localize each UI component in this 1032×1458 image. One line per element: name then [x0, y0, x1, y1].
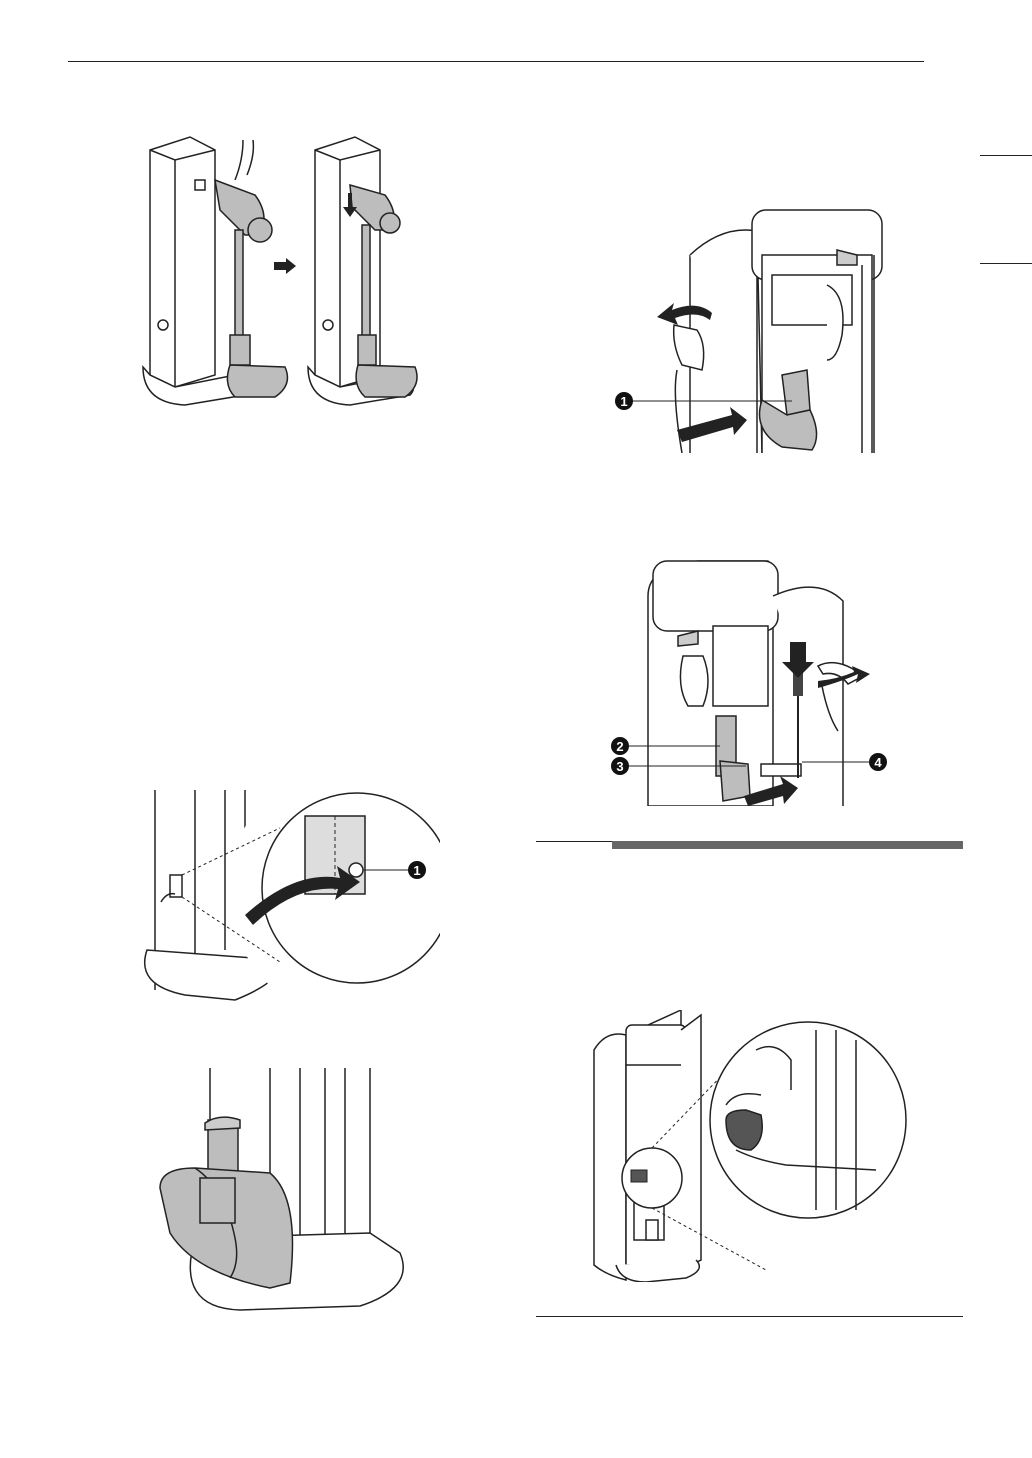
side-tab-tick-top — [980, 155, 1032, 156]
figure-side-button: 1 — [135, 790, 440, 1005]
figure-nozzle-on-base — [150, 1068, 410, 1318]
svg-text:2: 2 — [616, 739, 623, 754]
figure-mount-step-2 — [300, 135, 440, 415]
callout-4: 4 — [869, 753, 887, 771]
figure-mount-step-1 — [135, 135, 295, 415]
header-rule — [68, 61, 924, 62]
svg-text:1: 1 — [413, 863, 420, 878]
svg-text:1: 1 — [620, 394, 627, 409]
next-step-arrow-icon — [274, 258, 296, 274]
callout-1-open-door: 1 — [615, 392, 633, 410]
callout-1-side-button: 1 — [408, 861, 426, 879]
side-tab-tick-bottom — [980, 263, 1032, 264]
figure-open-door-right: 2 3 4 — [608, 556, 900, 806]
svg-text:3: 3 — [616, 759, 623, 774]
section-header-bar — [612, 841, 963, 849]
section-end-rule — [536, 1316, 963, 1317]
callout-3: 3 — [611, 757, 629, 775]
figure-open-door-left: 1 — [612, 195, 892, 453]
figure-open-station-detail — [586, 1010, 912, 1282]
svg-text:4: 4 — [874, 755, 882, 770]
callout-2: 2 — [611, 737, 629, 755]
